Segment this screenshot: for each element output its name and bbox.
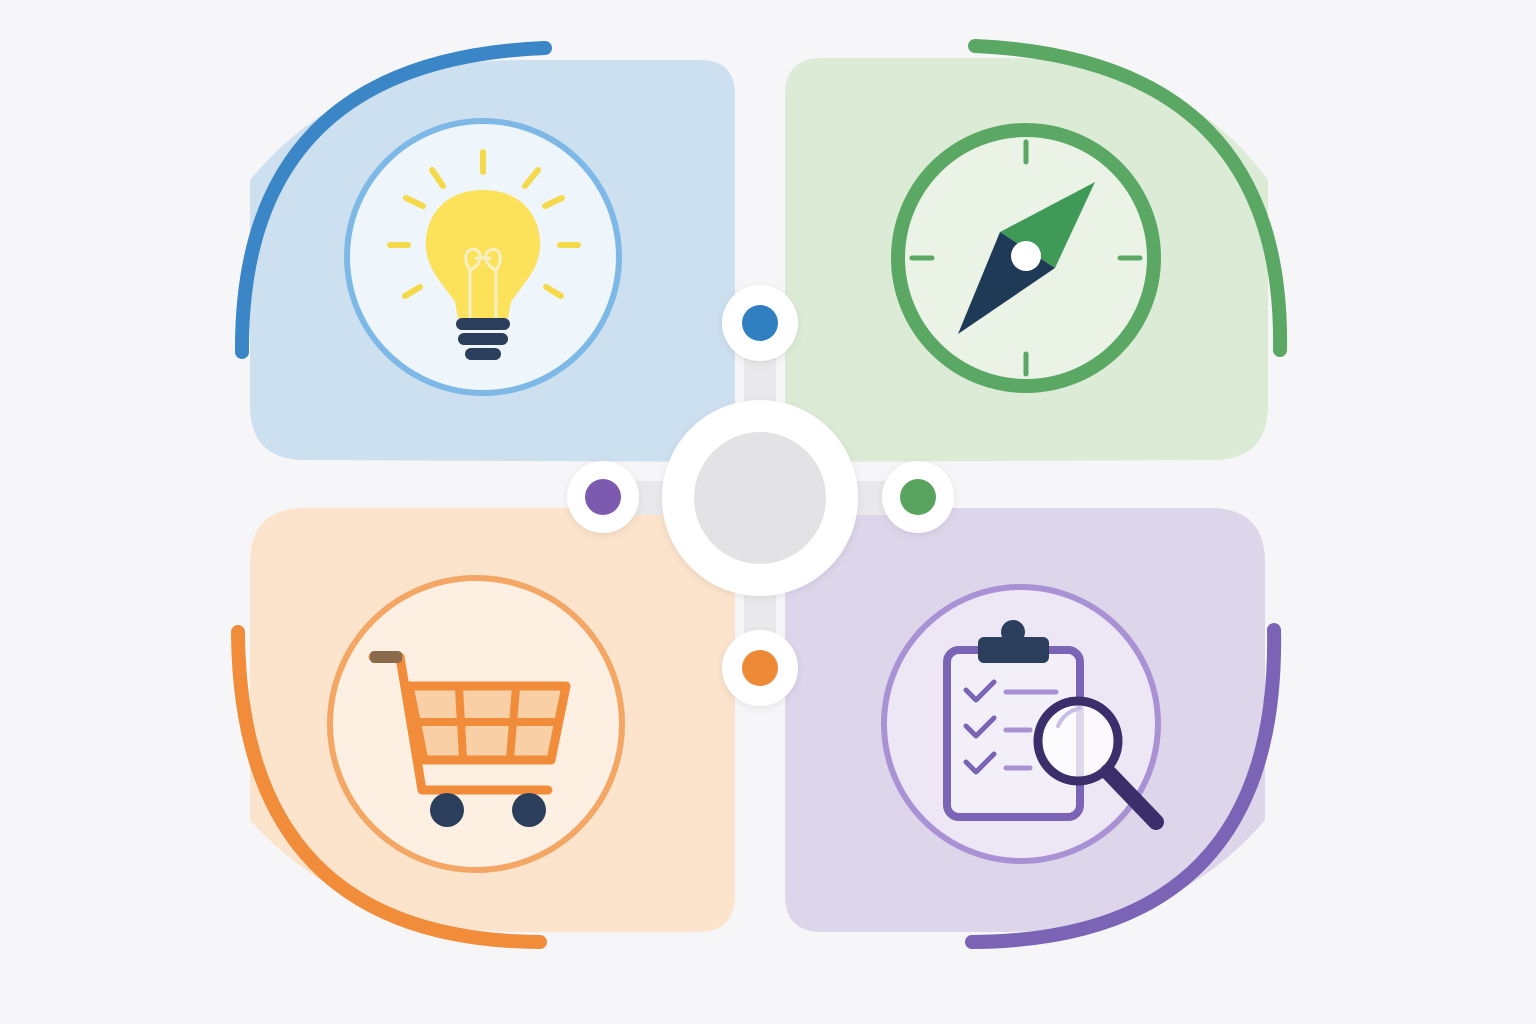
connector-dot-right: [900, 479, 936, 515]
connector-dot-top: [742, 305, 778, 341]
accent-arc-bottom-right: [965, 623, 1282, 949]
accent-arc-top-left: [234, 41, 552, 359]
compass-icon: [891, 123, 1161, 393]
accent-arcs: [231, 39, 1288, 949]
accent-arc-top-right: [968, 39, 1288, 357]
accent-arc-bottom-left: [231, 625, 547, 949]
clipboard-magnifier-icon: [881, 584, 1164, 864]
shopping-cart-icon: [327, 575, 625, 873]
connector-dot-left: [585, 479, 621, 515]
connector-nodes: [567, 285, 954, 706]
connector-dot-bottom: [742, 650, 778, 686]
lightbulb-icon: [344, 118, 622, 396]
center-hub: [662, 400, 858, 596]
